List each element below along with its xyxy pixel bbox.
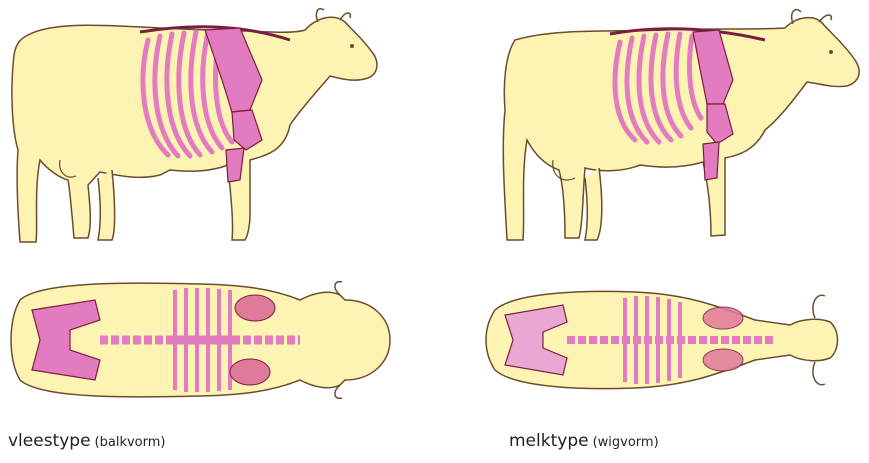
beef-type-label: vleestype xyxy=(8,431,91,451)
dairy-type-label: melktype xyxy=(509,431,589,451)
dairy-cow-illustration xyxy=(435,0,865,463)
dairy-cow-side-view xyxy=(503,10,859,240)
beef-type-panel: vleestype (balkvorm) xyxy=(0,0,430,463)
beef-shape-label: (balkvorm) xyxy=(95,435,166,450)
dairy-type-panel: melktype (wigvorm) xyxy=(435,0,865,463)
beef-type-caption: vleestype (balkvorm) xyxy=(8,431,165,451)
dairy-type-caption: melktype (wigvorm) xyxy=(509,431,659,451)
dairy-shape-label: (wigvorm) xyxy=(593,435,659,450)
beef-cow-illustration xyxy=(0,0,430,463)
